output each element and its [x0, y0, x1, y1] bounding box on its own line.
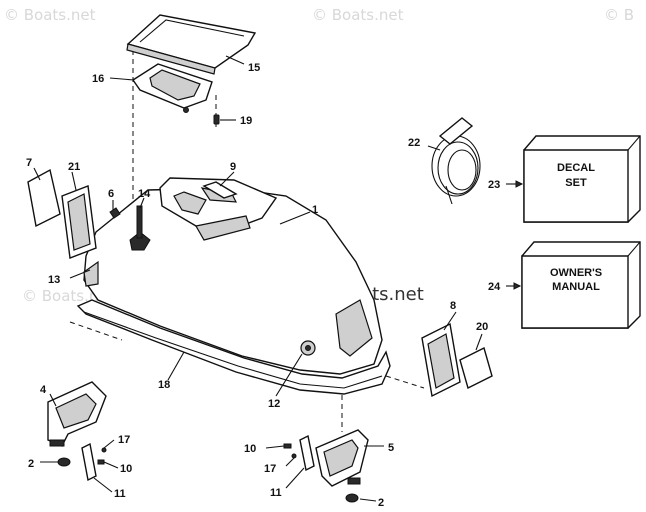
- callout-7: 7: [26, 157, 32, 169]
- arrowhead-24: [513, 282, 522, 290]
- watermark-top-left: © Boats.net: [4, 6, 96, 24]
- callout-21: 21: [68, 161, 80, 173]
- callout-5: 5: [388, 442, 394, 454]
- callout-2a: 2: [28, 458, 34, 470]
- callout-13: 13: [48, 274, 60, 286]
- callout-2b: 2: [378, 497, 384, 509]
- part-panel-20: [459, 346, 493, 390]
- part-cover-lid: [126, 14, 257, 75]
- part-panel-7: [27, 168, 61, 228]
- callout-6: 6: [108, 188, 114, 200]
- part-screw-10a: [97, 459, 105, 465]
- part-clip-11a: [81, 442, 97, 482]
- decal-box-line2: SET: [565, 177, 587, 189]
- watermark-top-right: © B: [604, 6, 634, 24]
- part-cable-22: [431, 117, 481, 205]
- callout-11a: 11: [114, 488, 126, 500]
- callout-24: 24: [488, 281, 501, 293]
- callout-4: 4: [40, 384, 47, 396]
- part-bracket-5: [315, 429, 369, 487]
- part-washer-17a: [101, 447, 107, 453]
- callout-12: 12: [268, 398, 280, 410]
- callout-numbers: 1 2 2 4 5 6 7 8 9 10 10 11 11 12 13 14 1…: [26, 62, 501, 509]
- part-strip-9: [202, 181, 238, 199]
- callout-1: 1: [312, 204, 318, 216]
- part-clip-11b: [299, 434, 315, 472]
- part-side-grille-21: [61, 185, 97, 259]
- part-bracket-4: [47, 381, 107, 447]
- callout-17a: 17: [118, 434, 130, 446]
- decal-set-box: DECAL SET: [523, 135, 641, 223]
- watermark-top-center: © Boats.net: [312, 6, 404, 24]
- callout-19: 19: [240, 115, 252, 127]
- arrowhead-23: [515, 180, 524, 188]
- callout-23: 23: [488, 179, 500, 191]
- callout-16: 16: [92, 73, 104, 85]
- manual-box-line2: MANUAL: [552, 281, 600, 293]
- callout-22: 22: [408, 137, 420, 149]
- manual-box-line1: OWNER'S: [550, 267, 602, 279]
- leader-lines: [33, 55, 522, 502]
- decal-box-line1: DECAL: [557, 162, 595, 174]
- part-screw-6: [109, 207, 121, 219]
- part-screw-19: [213, 114, 220, 125]
- callout-10a: 10: [120, 463, 132, 475]
- callout-9: 9: [230, 161, 236, 173]
- callout-15: 15: [248, 62, 260, 74]
- callout-14: 14: [138, 188, 151, 200]
- part-washer-17b: [291, 453, 297, 459]
- callout-18: 18: [158, 379, 170, 391]
- part-grommet-2a: [57, 457, 71, 467]
- callout-8: 8: [450, 300, 456, 312]
- callout-17b: 17: [264, 463, 276, 475]
- part-side-grille-8: [421, 322, 461, 398]
- owners-manual-box: OWNER'S MANUAL: [521, 241, 641, 329]
- part-gasket: [132, 63, 213, 113]
- callout-20: 20: [476, 321, 488, 333]
- callout-10b: 10: [244, 443, 256, 455]
- part-grommet-2b: [345, 493, 359, 503]
- part-screw-10b: [283, 443, 292, 449]
- callout-11b: 11: [270, 487, 282, 499]
- part-engine-cover: [76, 177, 391, 395]
